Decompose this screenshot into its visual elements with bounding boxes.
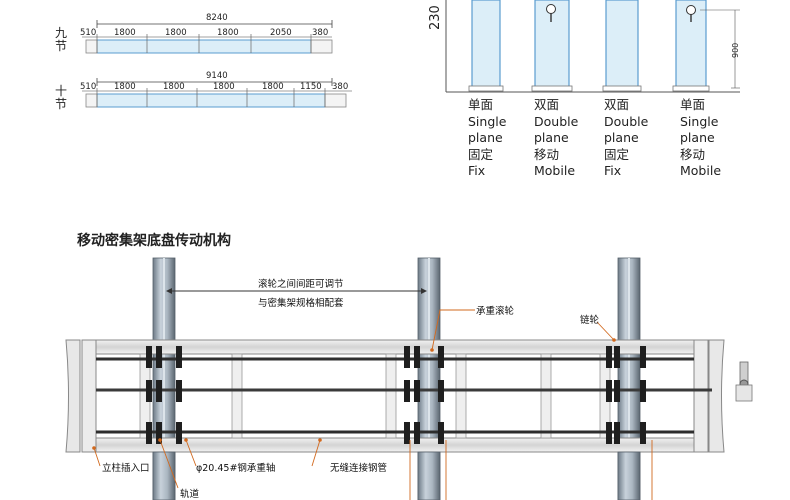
option-1-en3: Fix (468, 163, 486, 178)
row10-seg-3: 1800 (213, 82, 235, 92)
option-4-en3: Mobile (680, 163, 722, 178)
option-3-en1: Double (604, 113, 649, 129)
load-wheel-label: 承重滚轮 (476, 306, 515, 317)
option-3-cn1: 双面 (604, 97, 630, 112)
option-single-fix: 单面 Single plane 固定 Fix (468, 97, 506, 180)
row10-seg-0: 510 (80, 82, 97, 92)
row9-label-char1: 九 (55, 26, 68, 40)
row9-label: 九 节 (55, 27, 67, 53)
option-1-cn1: 单面 (468, 97, 494, 112)
rail-label: 轨道 (180, 489, 200, 500)
row10-label-char2: 节 (55, 97, 68, 111)
option-1-en2: plane (468, 130, 503, 145)
row9-seg-3: 1800 (217, 28, 239, 38)
option-2-en3: Mobile (534, 163, 576, 178)
sprocket-label: 链轮 (580, 315, 600, 326)
row9-seg-2: 1800 (165, 28, 187, 38)
option-2-en2: plane (534, 130, 569, 145)
option-3-cn2: 固定 (604, 146, 630, 162)
row10-label: 十 节 (55, 85, 67, 111)
option-double-fix: 双面 Double plane 固定 Fix (604, 97, 648, 180)
axle-label: φ20.45#钢承重轴 (196, 463, 276, 474)
option-2-cn1: 双面 (534, 97, 560, 112)
column-socket-label: 立柱插入口 (102, 463, 150, 474)
spacing-note-line1: 滚轮之间间距可调节 (258, 279, 344, 290)
row9-seg-5: 380 (312, 28, 329, 38)
row10-seg-1: 1800 (114, 82, 136, 92)
option-4-en2: plane (680, 130, 715, 145)
option-2-en1: Double (534, 113, 579, 129)
row9-seg-4: 2050 (270, 28, 292, 38)
seamless-pipe-label: 无缝连接钢管 (330, 463, 388, 474)
option-1-en1: Single (468, 113, 507, 129)
option-2-cn2: 移动 (534, 146, 560, 162)
option-single-mobile: 单面 Single plane 移动 Mobile (680, 97, 721, 180)
option-double-mobile: 双面 Double plane 移动 Mobile (534, 97, 578, 180)
row10-seg-2: 1800 (163, 82, 185, 92)
spacing-note-line2: 与密集架规格相配套 (258, 298, 344, 309)
chassis-section-title: 移动密集架底盘传动机构 (77, 233, 231, 249)
option-3-en2: plane (604, 130, 639, 145)
row9-seg-0: 510 (80, 28, 97, 38)
row10-seg-5: 1150 (300, 82, 322, 92)
row10-overall-dim: 9140 (206, 71, 228, 81)
row10-label-char1: 十 (55, 84, 68, 98)
row10-seg-4: 1800 (262, 82, 284, 92)
option-4-cn1: 单面 (680, 97, 706, 112)
row9-overall-dim: 8240 (206, 13, 228, 23)
option-4-en1: Single (680, 113, 719, 129)
row10-seg-6: 380 (332, 82, 349, 92)
option-1-cn2: 固定 (468, 146, 494, 162)
row9-seg-1: 1800 (114, 28, 136, 38)
row9-label-char2: 节 (55, 39, 68, 53)
option-3-en3: Fix (604, 163, 622, 178)
option-4-cn2: 移动 (680, 146, 706, 162)
